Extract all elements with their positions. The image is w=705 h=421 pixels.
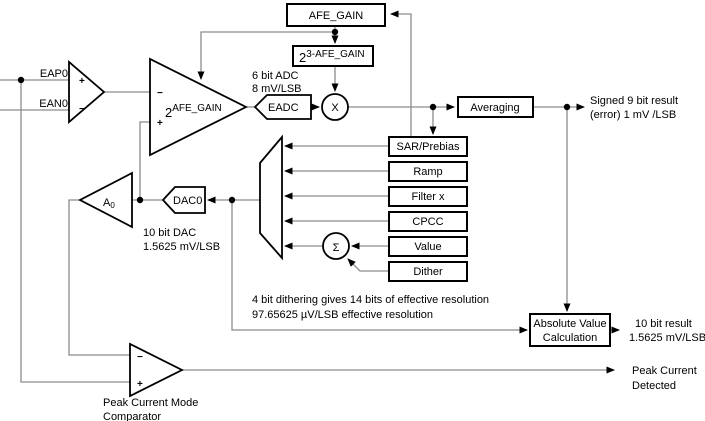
dac0-block [161,186,206,214]
multiplier-block [321,93,349,121]
dither-annotation-2: 97.65625 µV/LSB effective resolution [252,309,433,321]
comparator-annotation-2: Comparator [103,411,161,421]
gain-amp-minus: − [157,88,163,99]
sar-prebias-label: SAR/Prebias [397,141,460,153]
eadc-label: EADC [268,102,299,114]
sar-prebias-block [388,136,468,157]
signed-result-label-2: (error) 1 mV /LSB [590,109,676,121]
junction-adc-result [429,103,437,111]
dither-annotation-1: 4 bit dithering gives 14 bits of effecti… [252,294,489,306]
abs-result-label-2: 1.5625 mV/LSB [629,332,705,344]
cpcc-label: CPCC [412,216,443,228]
abs-result-label-1: 10 bit result [635,318,692,330]
absolute-value-label-1: Absolute Value [533,318,606,330]
junction-afegain [331,28,339,36]
peak-current-comparator [129,342,185,398]
adc-annotation-2: 8 mV/LSB [252,83,302,95]
junction-dac-code [228,196,236,204]
ean0-label: EAN0 [39,98,68,110]
dac-annotation-1: 10 bit DAC [143,227,196,239]
gain-amplifier [149,57,249,157]
dac-source-mux [259,134,283,261]
peak-detected-label-2: Detected [632,380,676,392]
comparator-minus: − [137,352,143,363]
pow-block [292,45,374,67]
a0-label: A0 [103,197,115,210]
value-label: Value [414,241,441,253]
wire-eap0-to-comparator [20,80,130,383]
wire-a0-to-comparator [68,199,130,356]
wire-dither-to-summer [347,258,389,272]
dither-block [388,261,468,282]
cpcc-block [388,211,468,232]
comparator-annotation-1: Peak Current Mode [103,397,198,409]
afe-gain-label: AFE_GAIN [309,10,363,22]
junction-signed-result [563,103,571,111]
wire-daccode-to-absval [231,200,528,334]
gain-amp-label: 2AFE_GAIN [165,103,222,120]
comparator-plus: + [137,379,143,390]
eap0-label: EAP0 [40,68,68,80]
averaging-block [457,96,534,118]
wire-afegain-to-gainamp [197,31,335,80]
averaging-label: Averaging [470,102,519,114]
summer-label: Σ [333,242,340,254]
signed-result-label-1: Signed 9 bit result [590,95,678,107]
pow-label: 23-AFE_GAIN [299,49,365,65]
input-amp-plus: + [79,76,85,87]
ramp-block [388,161,468,182]
dac0-label: DAC0 [173,195,202,207]
absolute-value-label-2: Calculation [543,332,597,344]
afe-gain-block [286,3,386,27]
summer-block [322,232,350,260]
ramp-label: Ramp [413,166,442,178]
wire-dacnode-to-gainamp-plus [139,121,150,200]
absolute-value-block [529,313,611,347]
adc-annotation-1: 6 bit ADC [252,70,299,82]
junction-eap0 [17,76,25,84]
dither-label: Dither [413,266,443,278]
value-block [388,236,468,257]
dac-annotation-2: 1.5625 mV/LSB [143,241,220,253]
filter-x-label: Filter x [412,191,446,203]
filter-x-block [388,186,468,207]
input-amplifier [68,60,106,124]
a0-amplifier [78,171,133,229]
wire-sar-to-afegain [390,10,412,137]
input-amp-minus: − [79,104,85,115]
eadc-block [253,94,312,120]
gain-amp-plus: + [157,118,163,129]
peak-detected-label-1: Peak Current [632,365,697,377]
multiplier-label: X [331,102,339,114]
junction-dac-node [136,196,144,204]
